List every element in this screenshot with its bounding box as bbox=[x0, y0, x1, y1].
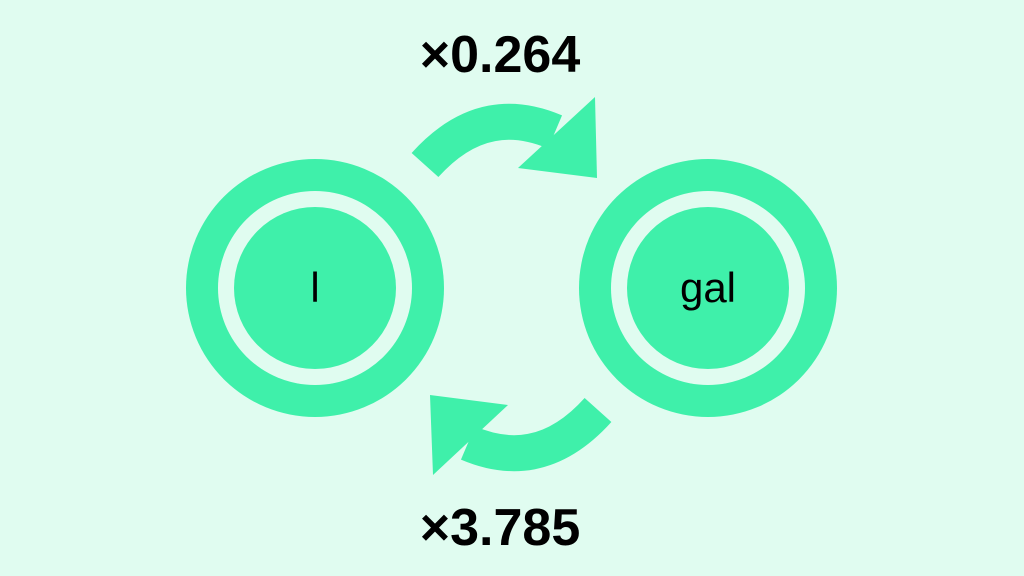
left-inner-disc bbox=[234, 207, 396, 369]
bottom-conversion-factor: ×3.785 bbox=[420, 499, 581, 557]
curved-arrow-left-icon bbox=[430, 395, 612, 475]
curved-arrow-right-icon bbox=[411, 97, 597, 178]
right-inner-disc bbox=[627, 207, 789, 369]
left-unit-label: l bbox=[310, 264, 319, 311]
bottom-arrowhead bbox=[430, 395, 508, 475]
top-arrowhead bbox=[518, 97, 597, 178]
bottom-arrow-shaft bbox=[460, 397, 612, 472]
top-arrow-shaft bbox=[411, 103, 563, 178]
unit-node-gallons: gal bbox=[579, 159, 837, 417]
top-conversion-factor: ×0.264 bbox=[420, 26, 581, 84]
right-unit-label: gal bbox=[680, 264, 736, 311]
unit-node-liters: l bbox=[186, 159, 444, 417]
